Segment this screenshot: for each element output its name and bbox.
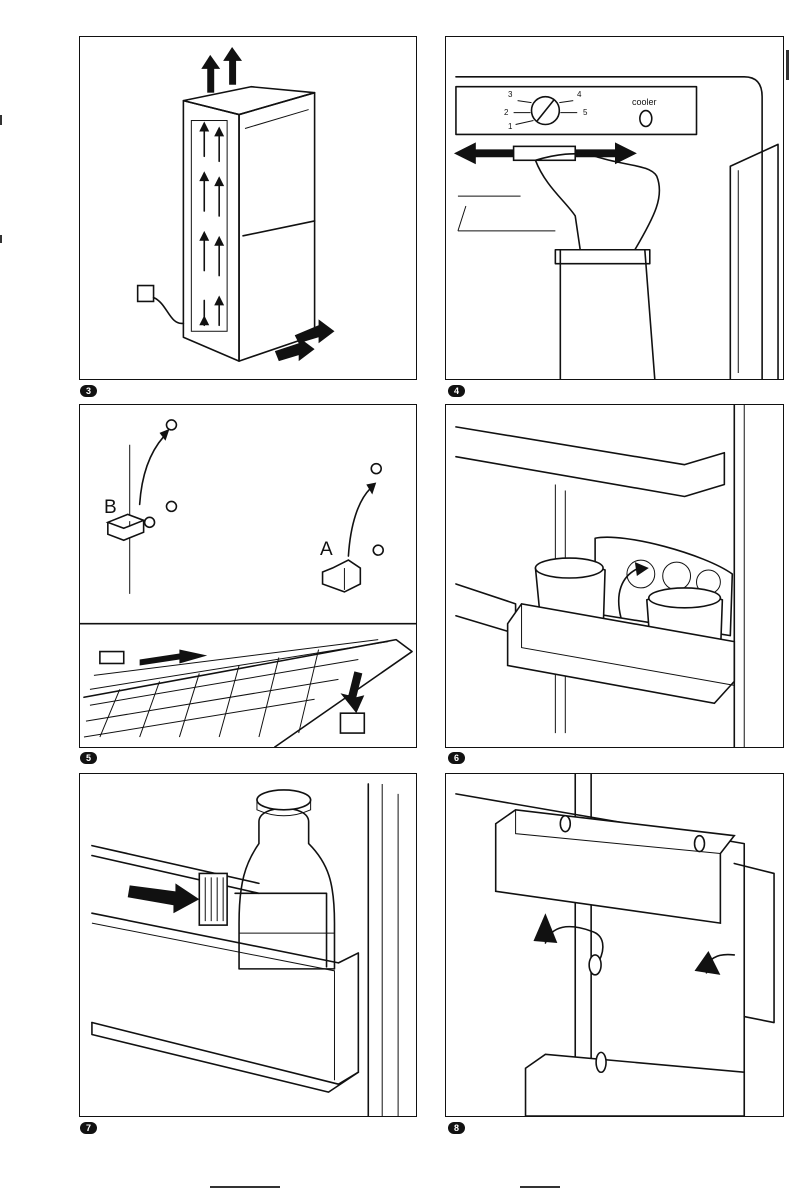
figure-7-number: 7 bbox=[80, 1122, 97, 1134]
figure-8-number: 8 bbox=[448, 1122, 465, 1134]
scan-mark bbox=[0, 235, 2, 243]
figure-3-panel bbox=[79, 36, 417, 380]
support-label-b: B bbox=[104, 497, 117, 518]
figure-6-number: 6 bbox=[448, 752, 465, 764]
scan-mark bbox=[0, 115, 2, 125]
figure-4-number: 4 bbox=[448, 385, 465, 397]
knob-label-3: 3 bbox=[508, 90, 513, 99]
scan-mark bbox=[210, 1186, 280, 1188]
figure-5-number: 5 bbox=[80, 752, 97, 764]
figure-6-panel bbox=[445, 404, 784, 748]
fridge-ventilation-illustration bbox=[136, 46, 335, 362]
door-tray-illustration bbox=[455, 405, 745, 747]
support-label-a: A bbox=[320, 539, 333, 560]
figure-7-panel bbox=[79, 773, 417, 1117]
bottle-holder-illustration bbox=[91, 783, 399, 1116]
shelf-support-illustration bbox=[80, 419, 416, 747]
knob-label-5: 5 bbox=[583, 108, 588, 117]
knob-label-1: 1 bbox=[508, 122, 513, 131]
knob-label-4: 4 bbox=[577, 90, 582, 99]
figure-4-panel: 3 4 2 5 1 cooler bbox=[445, 36, 784, 380]
door-shelf-illustration bbox=[455, 774, 775, 1116]
figure-8-panel bbox=[445, 773, 784, 1117]
scan-mark bbox=[786, 50, 789, 80]
scan-mark bbox=[520, 1186, 560, 1188]
cooler-switch-label: cooler bbox=[632, 97, 657, 107]
figure-5-panel: B A bbox=[79, 404, 417, 748]
thermostat-illustration bbox=[453, 75, 779, 379]
knob-label-2: 2 bbox=[504, 108, 509, 117]
figure-3-number: 3 bbox=[80, 385, 97, 397]
